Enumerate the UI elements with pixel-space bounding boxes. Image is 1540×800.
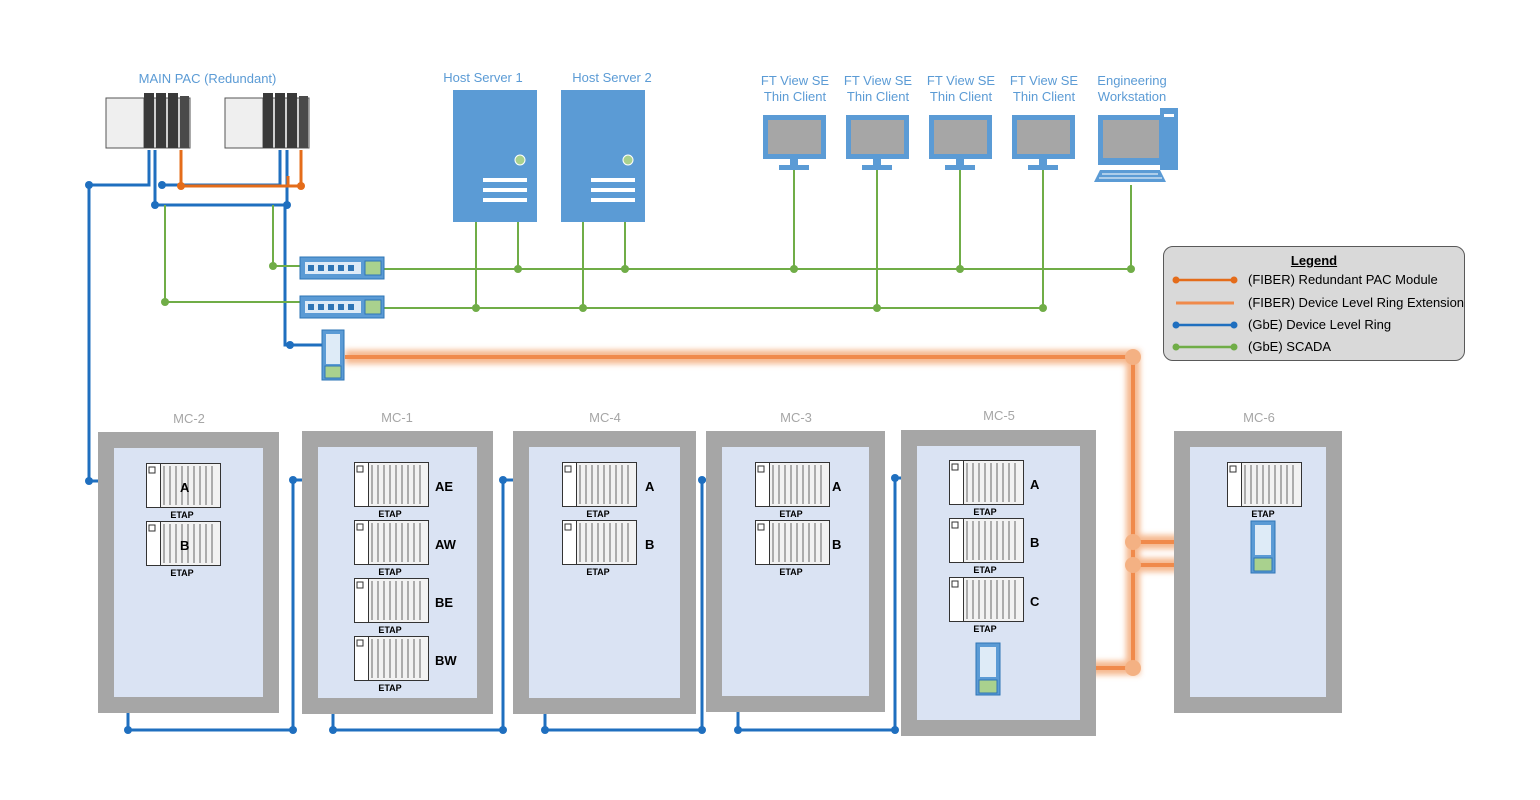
io-rack-chassis bbox=[1227, 462, 1302, 507]
engineering-workstation-label: Engineering Workstation bbox=[1097, 73, 1167, 104]
io-rack-chassis bbox=[949, 518, 1024, 563]
rack-etap-tag: ETAP bbox=[779, 567, 803, 577]
io-rack-chassis bbox=[562, 462, 637, 507]
rack-etap-tag: ETAP bbox=[378, 509, 402, 519]
thin-client-3 bbox=[929, 115, 992, 170]
rack-etap-tag: ETAP bbox=[378, 567, 402, 577]
scada-nodes bbox=[161, 262, 1135, 312]
rack-etap-tag: ETAP bbox=[779, 509, 803, 519]
rack-label: B bbox=[832, 537, 842, 552]
rack-etap-tag: ETAP bbox=[1251, 509, 1275, 519]
dlr-fiber-switch-main bbox=[321, 329, 345, 381]
legend-item-fiber-pac: (FIBER) Redundant PAC Module bbox=[1248, 272, 1438, 287]
pac-fiber-link bbox=[177, 150, 305, 190]
io-rack-chassis bbox=[755, 520, 830, 565]
rack-label: B bbox=[180, 538, 190, 553]
io-rack-chassis bbox=[146, 463, 221, 508]
host-server-1-label: Host Server 1 bbox=[443, 70, 523, 85]
rack-etap-tag: ETAP bbox=[973, 624, 997, 634]
io-rack-chassis bbox=[755, 462, 830, 507]
rack-etap-tag: ETAP bbox=[586, 509, 610, 519]
rack-label: C bbox=[1030, 594, 1040, 609]
main-pac-label: MAIN PAC (Redundant) bbox=[138, 71, 277, 86]
io-rack-chassis bbox=[562, 520, 637, 565]
rack-label: B bbox=[645, 537, 655, 552]
cabinet-mc-4 bbox=[513, 431, 696, 714]
scada-lines bbox=[164, 170, 1132, 309]
cabinet-label: MC-6 bbox=[1243, 410, 1275, 425]
host-server-1 bbox=[453, 90, 537, 222]
rack-etap-tag: ETAP bbox=[973, 565, 997, 575]
legend-item-gbe-dlr: (GbE) Device Level Ring bbox=[1248, 317, 1392, 332]
io-rack-chassis bbox=[354, 636, 429, 681]
host-server-2-label: Host Server 2 bbox=[572, 70, 652, 85]
rack-etap-tag: ETAP bbox=[378, 683, 402, 693]
thin-client-1-label: FT View SE Thin Client bbox=[760, 73, 830, 104]
rack-etap-tag: ETAP bbox=[378, 625, 402, 635]
thin-client-4-label: FT View SE Thin Client bbox=[1009, 73, 1079, 104]
legend-title: Legend bbox=[1290, 253, 1338, 268]
cabinet-label: MC-3 bbox=[780, 410, 812, 425]
rack-label: BE bbox=[435, 595, 454, 610]
io-rack-chassis bbox=[949, 577, 1024, 622]
rack-etap-tag: ETAP bbox=[586, 567, 610, 577]
rack-etap-tag: ETAP bbox=[170, 510, 194, 520]
legend-swatches bbox=[1172, 276, 1238, 351]
main-pac-chassis-1 bbox=[105, 93, 191, 149]
scada-switch-2 bbox=[299, 295, 385, 319]
rack-label: A bbox=[832, 479, 842, 494]
dlr-fiber-switch-mc-6 bbox=[1250, 520, 1276, 574]
scada-switch-1 bbox=[299, 256, 385, 280]
io-rack-chassis bbox=[146, 521, 221, 566]
rack-label: BW bbox=[435, 653, 457, 668]
legend-item-fiber-dlr-ext: (FIBER) Device Level Ring Extension bbox=[1248, 295, 1465, 310]
rack-label: AE bbox=[435, 479, 454, 494]
rack-label: AW bbox=[435, 537, 456, 552]
rack-etap-tag: ETAP bbox=[973, 507, 997, 517]
thin-client-2 bbox=[846, 115, 909, 170]
host-server-2 bbox=[561, 90, 645, 222]
thin-client-4 bbox=[1012, 115, 1075, 170]
rack-label: A bbox=[645, 479, 655, 494]
cabinet-label: MC-5 bbox=[983, 408, 1015, 423]
thin-client-2-label: FT View SE Thin Client bbox=[843, 73, 913, 104]
cabinet-label: MC-1 bbox=[381, 410, 413, 425]
rack-label: B bbox=[1030, 535, 1040, 550]
rack-label: A bbox=[1030, 477, 1040, 492]
main-pac-chassis-2 bbox=[224, 93, 310, 149]
io-rack-chassis bbox=[354, 578, 429, 623]
io-rack-chassis bbox=[949, 460, 1024, 505]
io-rack-chassis bbox=[354, 462, 429, 507]
cabinet-label: MC-2 bbox=[173, 411, 205, 426]
io-rack-chassis bbox=[354, 520, 429, 565]
legend-item-gbe-scada: (GbE) SCADA bbox=[1248, 339, 1332, 354]
cabinet-label: MC-4 bbox=[589, 410, 621, 425]
thin-client-3-label: FT View SE Thin Client bbox=[926, 73, 996, 104]
rack-label: A bbox=[180, 480, 190, 495]
dlr-fiber-switch-mc-5 bbox=[975, 642, 1001, 696]
thin-client-1 bbox=[763, 115, 826, 170]
engineering-workstation bbox=[1094, 108, 1178, 182]
legend-box: Legend (FIBER) Redundant PAC Module (FIB… bbox=[1163, 246, 1465, 361]
rack-etap-tag: ETAP bbox=[170, 568, 194, 578]
